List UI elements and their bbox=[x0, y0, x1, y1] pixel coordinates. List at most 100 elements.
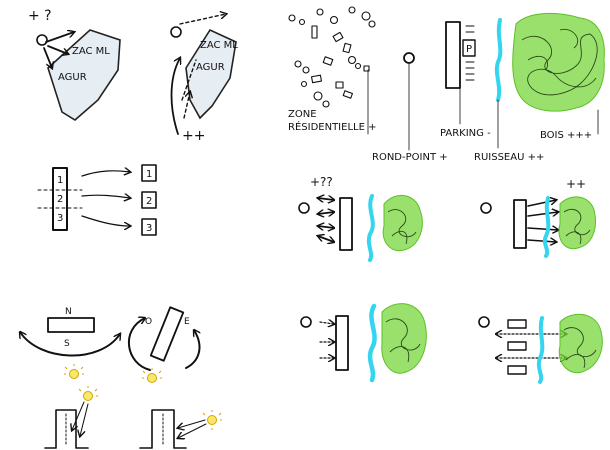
zac-label: ZAC ML bbox=[72, 46, 110, 57]
residential-label: ZONE RÉSIDENTIELLE + bbox=[288, 109, 377, 133]
scenario4-roundabout bbox=[478, 316, 490, 328]
scenario-question-label: +?? bbox=[310, 175, 333, 189]
sun-icon-3 bbox=[78, 386, 98, 401]
light-ray-2a bbox=[178, 419, 206, 428]
scenario1-arrow-1 bbox=[318, 198, 334, 200]
scenario3-building bbox=[335, 315, 349, 371]
split-label-1: 1 bbox=[57, 175, 63, 186]
sun-icon-2 bbox=[142, 368, 162, 383]
split-block bbox=[52, 167, 68, 231]
parking-label: PARKING - bbox=[440, 128, 491, 139]
stream-line bbox=[494, 18, 503, 102]
split-arrow-1 bbox=[81, 171, 130, 177]
section-sun-high bbox=[44, 386, 98, 449]
scenario1-arrow-4 bbox=[318, 236, 334, 242]
scenario1-building bbox=[339, 197, 353, 251]
building-ns bbox=[47, 317, 95, 333]
roundabout-legend: ROND-POINT + bbox=[372, 52, 448, 163]
site-plus-sketch: ZAC ML AGUR ++ bbox=[170, 14, 238, 144]
section-building-2 bbox=[139, 409, 187, 449]
scenario2-stream bbox=[542, 196, 551, 258]
split-box-label-2: 2 bbox=[146, 196, 152, 207]
scenario4-block-3 bbox=[507, 365, 527, 375]
scenario3-woods-scribble bbox=[385, 318, 421, 363]
split-box-label-3: 3 bbox=[146, 223, 152, 234]
roundabout-symbol bbox=[403, 52, 415, 64]
parking-sign: P bbox=[466, 44, 472, 55]
scenario-plus-label: ++ bbox=[566, 177, 586, 191]
sun-path-ew-right bbox=[185, 330, 199, 369]
woods-mass bbox=[512, 12, 605, 112]
scenario1-arrow-2 bbox=[318, 212, 334, 214]
stream-legend: RUISSEAU ++ bbox=[474, 18, 544, 163]
sun-path-ns bbox=[20, 332, 120, 357]
scenario3-stream bbox=[367, 303, 377, 383]
split-label-3: 3 bbox=[57, 213, 63, 224]
orientation-east-west: O E bbox=[128, 306, 200, 383]
scenario2-woods-scribble bbox=[563, 208, 591, 245]
dotted-arrow-mid bbox=[183, 92, 190, 119]
zac-label-2: ZAC ML bbox=[200, 40, 238, 51]
split-box-3 bbox=[141, 218, 157, 236]
plus-plus-label: ++ bbox=[182, 128, 205, 144]
orientation-north-south: N S bbox=[20, 307, 120, 379]
scenario-plus: ++ bbox=[480, 177, 596, 258]
split-arrow-2 bbox=[81, 195, 130, 198]
scenario4-stream bbox=[536, 316, 545, 384]
scenario-question: +?? bbox=[298, 175, 423, 262]
scenario1-roundabout bbox=[298, 202, 310, 214]
arrow-to-agur bbox=[43, 47, 52, 68]
scenario1-stream bbox=[366, 194, 375, 262]
split-box-label-1: 1 bbox=[146, 169, 152, 180]
site-question-sketch: + ? ZAC ML AGUR bbox=[28, 8, 121, 121]
scenario3-arrow-1 bbox=[319, 322, 334, 324]
scenario3-roundabout bbox=[300, 316, 312, 328]
split-box-1 bbox=[141, 164, 157, 182]
sun-path-ew bbox=[128, 318, 151, 371]
split-box-2 bbox=[141, 191, 157, 209]
scenario2-arrow-1 bbox=[527, 200, 556, 207]
agur-label-2: AGUR bbox=[196, 62, 225, 73]
scenario1-woods-scribble bbox=[387, 209, 417, 245]
scenario-access bbox=[300, 303, 427, 383]
dotted-arrow-low bbox=[181, 59, 197, 101]
section-sun-low bbox=[139, 409, 222, 449]
woods-scribble bbox=[521, 28, 598, 96]
woods-label: BOIS +++ bbox=[540, 130, 592, 141]
scenario2-arrow-4 bbox=[527, 240, 556, 242]
west-label: O bbox=[145, 317, 152, 327]
split-label-2: 2 bbox=[57, 194, 63, 205]
residential-zone: ZONE RÉSIDENTIELLE + bbox=[288, 6, 377, 135]
site-land-2 bbox=[185, 28, 237, 120]
scenario2-roundabout bbox=[480, 202, 492, 214]
east-label: E bbox=[184, 317, 190, 327]
woods-legend: BOIS +++ bbox=[512, 12, 605, 141]
scenario2-woods bbox=[558, 196, 596, 250]
main-road-arrow bbox=[170, 58, 181, 135]
scenario4-block-1 bbox=[507, 319, 527, 329]
section-building-1 bbox=[44, 409, 89, 449]
scenario2-arrow-3 bbox=[527, 228, 558, 230]
residential-label-box: ZONE RÉSIDENTIELLE + bbox=[288, 109, 377, 133]
parking-sign-box bbox=[462, 39, 476, 57]
question-label: + ? bbox=[28, 8, 52, 24]
sun-icon-1 bbox=[64, 364, 84, 379]
agur-label: AGUR bbox=[58, 72, 87, 83]
scenario-through bbox=[478, 313, 603, 384]
scenario4-woods bbox=[558, 313, 603, 374]
parking-legend: P PARKING - bbox=[440, 21, 491, 139]
scenario2-arrow-2 bbox=[527, 212, 558, 217]
roundabout-circle-2 bbox=[170, 26, 182, 38]
roundabout-label: ROND-POINT + bbox=[372, 152, 448, 163]
sun-icon-4 bbox=[202, 410, 222, 430]
stream-label: RUISSEAU ++ bbox=[474, 152, 544, 163]
arrow-to-zac-2 bbox=[47, 45, 68, 54]
scenario4-woods-scribble bbox=[563, 327, 597, 369]
south-label: S bbox=[64, 339, 70, 349]
scenario1-arrow-3 bbox=[318, 226, 334, 228]
light-ray-1b bbox=[80, 403, 89, 436]
roundabout-circle bbox=[36, 34, 48, 46]
building-ew bbox=[149, 306, 185, 362]
arrow-to-zac bbox=[45, 32, 74, 43]
